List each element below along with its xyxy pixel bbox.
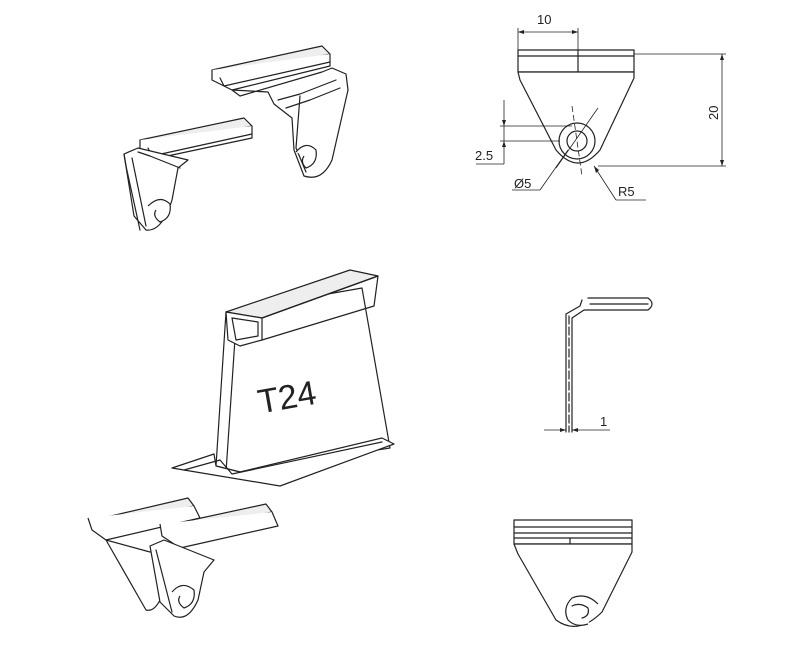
dim-thickness: 1 [600,414,607,429]
dim-hole-diameter: Ø5 [514,176,531,191]
iso-rail-assembly: T24 [87,269,395,618]
front-view-dimensioned: 10 20 2.5 Ø5 R5 [475,12,726,201]
dim-radius: R5 [618,184,635,199]
iso-clip-front [123,117,253,231]
iso-clip-attached-left [87,497,201,611]
iso-clip-pair-top [123,45,349,231]
dim-width: 10 [537,12,551,27]
iso-clip-back [211,45,349,178]
iso-clip-attached-right [149,503,279,618]
side-profile-view: 1 [544,297,653,433]
dim-height: 20 [706,106,721,120]
front-view-hook [513,519,633,627]
dim-offset: 2.5 [475,148,493,163]
